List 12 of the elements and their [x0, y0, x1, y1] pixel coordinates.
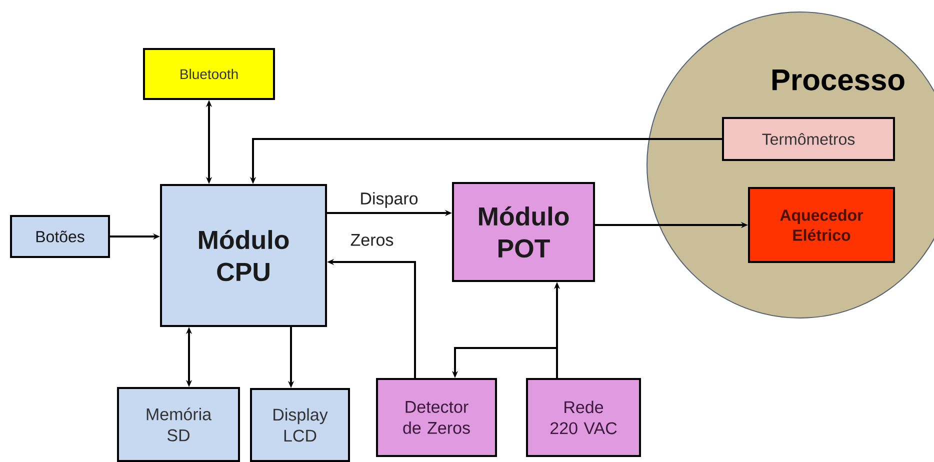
process-box: Termômetros [722, 117, 895, 161]
process-box: Detector de Zeros [376, 378, 497, 457]
process-box: Aquecedor Elétrico [748, 186, 895, 263]
process-box: Display LCD [250, 388, 350, 462]
process-box: Módulo CPU [160, 184, 327, 327]
process-box: Bluetooth [143, 48, 275, 100]
edge-label: Disparo [358, 191, 420, 209]
process-box: Módulo POT [452, 182, 595, 282]
process-box: Botões [10, 215, 110, 258]
process-box: Rede 220 VAC [526, 378, 641, 457]
process-box: Memória SD [117, 386, 240, 462]
edge-label: Zeros [349, 233, 395, 247]
